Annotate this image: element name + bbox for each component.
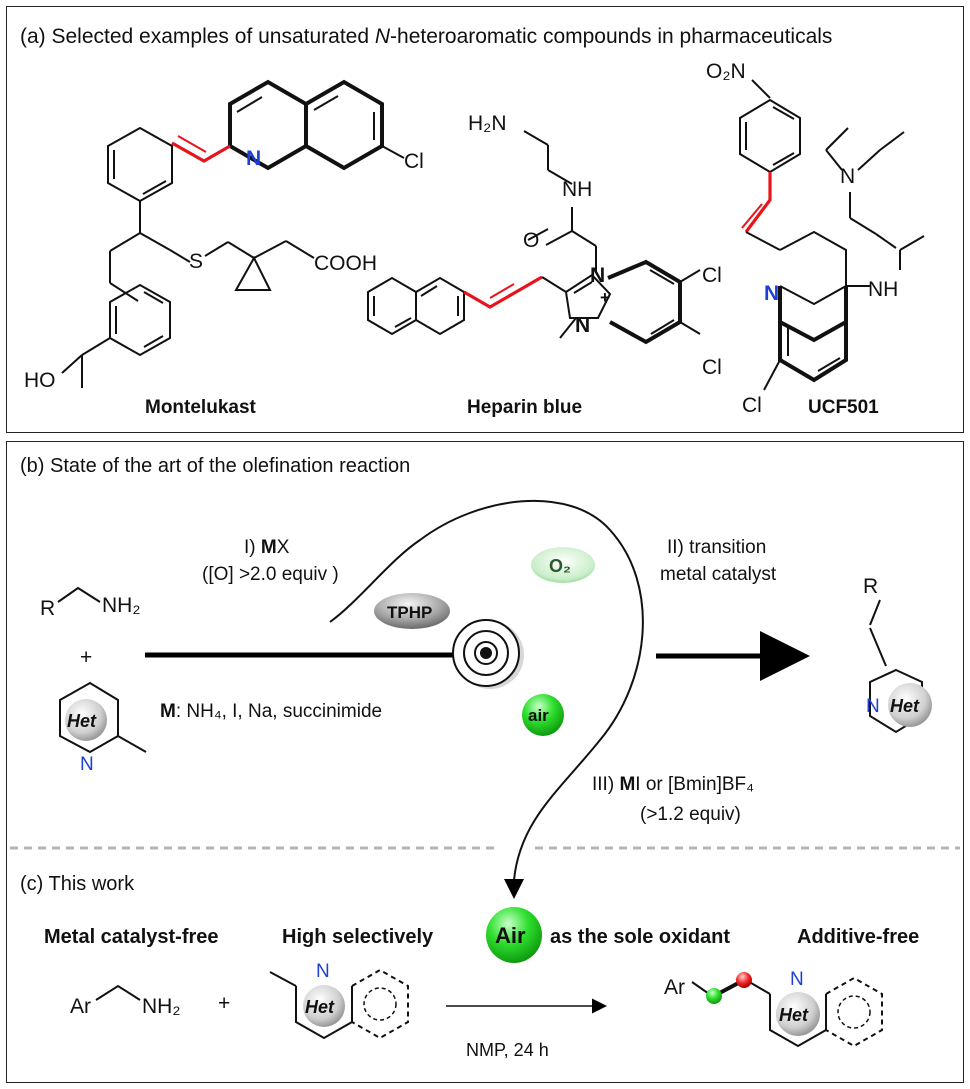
atom-label: N bbox=[246, 147, 261, 170]
air-label: air bbox=[528, 706, 549, 725]
route-3-line-2: (>1.2 equiv) bbox=[640, 804, 741, 825]
heparin-blue-labels: H₂N NH O N + N Cl Cl bbox=[468, 112, 722, 379]
air-badge-label: Air bbox=[495, 923, 526, 948]
o2-label: O₂ bbox=[549, 556, 571, 576]
atom-label: HO bbox=[24, 369, 56, 392]
atom-label: NH bbox=[562, 178, 592, 201]
heparin-blue-structure bbox=[367, 130, 701, 345]
nitrogen-label: N bbox=[80, 754, 94, 775]
o2-bubble: O₂ bbox=[531, 547, 595, 583]
feature-selectivity: High selectively bbox=[282, 926, 434, 948]
charge-label: + bbox=[600, 288, 610, 307]
nh2-label: NH₂ bbox=[142, 995, 180, 1018]
atom-label: N bbox=[575, 314, 590, 337]
spiral-pathway bbox=[329, 499, 644, 899]
feature-sole-oxidant: as the sole oxidant bbox=[550, 926, 730, 948]
montelukast-structure bbox=[61, 79, 405, 388]
het-label: Het bbox=[67, 711, 97, 731]
het-sphere-icon bbox=[303, 985, 345, 1027]
compound-name-ucf501: UCF501 bbox=[808, 397, 879, 418]
atom-label: N bbox=[840, 165, 855, 188]
atom-label: O₂N bbox=[706, 60, 746, 83]
plus-sign: + bbox=[80, 646, 92, 669]
panel-b bbox=[6, 441, 964, 1083]
vinyl-heteroarene-product: R Het N bbox=[863, 575, 932, 734]
compound-name-heparin-blue: Heparin blue bbox=[467, 397, 582, 418]
red-carbon-ball bbox=[736, 972, 752, 988]
het-sphere-icon bbox=[888, 683, 932, 727]
ar-label: Ar bbox=[664, 976, 685, 999]
ucf501-labels: O₂N N NH N Cl bbox=[706, 60, 898, 417]
air-badge: Air bbox=[486, 907, 542, 963]
route-1-line-1: I) MX bbox=[244, 537, 290, 558]
route-2-line-2: metal catalyst bbox=[660, 564, 777, 585]
r-group-label: R bbox=[40, 597, 55, 620]
atom-label: COOH bbox=[314, 252, 377, 275]
methylazaarene-reactant: Het N bbox=[269, 961, 409, 1040]
feature-additive-free: Additive-free bbox=[797, 926, 919, 948]
panel-a bbox=[6, 6, 964, 433]
nitrogen-label: N bbox=[316, 961, 330, 982]
nitrogen-label: N bbox=[790, 969, 804, 990]
atom-label: Cl bbox=[404, 150, 424, 173]
air-bubble: air bbox=[522, 694, 564, 736]
route-2-line-1: II) transition bbox=[667, 537, 766, 558]
atom-label: N bbox=[764, 282, 779, 305]
atom-label: Cl bbox=[702, 264, 722, 287]
amine-reactant: R NH₂ bbox=[40, 586, 140, 620]
panel-b-caption: (b) State of the art of the olefination … bbox=[20, 455, 410, 477]
feature-metal-free: Metal catalyst-free bbox=[44, 926, 219, 948]
het-sphere-icon bbox=[65, 699, 107, 741]
tphp-bubble: TPHP bbox=[374, 593, 450, 629]
het-sphere-icon bbox=[776, 992, 820, 1036]
atom-label: NH bbox=[868, 278, 898, 301]
methyl-heteroarene-reactant: Het N bbox=[59, 681, 147, 775]
ar-label: Ar bbox=[70, 995, 91, 1018]
panel-a-caption: (a) Selected examples of unsaturated N-h… bbox=[20, 25, 832, 48]
atom-label: N bbox=[590, 264, 605, 287]
route-3-line-1: III) MI or [Bmin]BF₄ bbox=[592, 774, 754, 795]
alkenyl-azaarene-product: Ar Het N bbox=[664, 969, 883, 1048]
het-label: Het bbox=[305, 997, 335, 1017]
ucf501-structure bbox=[739, 79, 925, 391]
nh2-label: NH₂ bbox=[102, 594, 140, 617]
panel-c-caption: (c) This work bbox=[20, 873, 135, 895]
reaction-conditions: NMP, 24 h bbox=[466, 1040, 549, 1060]
atom-label: S bbox=[189, 250, 203, 273]
atom-label: Cl bbox=[742, 394, 762, 417]
benzylamine-reactant: Ar NH₂ bbox=[70, 984, 180, 1018]
atom-label: H₂N bbox=[468, 112, 506, 135]
green-carbon-ball bbox=[706, 988, 722, 1004]
montelukast-labels: N Cl S COOH HO bbox=[24, 147, 424, 392]
atom-label: Cl bbox=[702, 356, 722, 379]
tphp-label: TPHP bbox=[387, 603, 432, 622]
het-label: Het bbox=[779, 1005, 809, 1025]
route-1-line-2: ([O] >2.0 equiv ) bbox=[202, 564, 339, 585]
compound-name-montelukast: Montelukast bbox=[145, 397, 257, 418]
atom-label: O bbox=[523, 229, 539, 252]
target-circles bbox=[452, 619, 524, 689]
nitrogen-label: N bbox=[866, 696, 880, 717]
r-group-label: R bbox=[863, 575, 878, 598]
het-label: Het bbox=[890, 696, 920, 716]
plus-sign: + bbox=[218, 992, 230, 1015]
m-definition: M: NH₄, I, Na, succinimide bbox=[160, 701, 382, 722]
